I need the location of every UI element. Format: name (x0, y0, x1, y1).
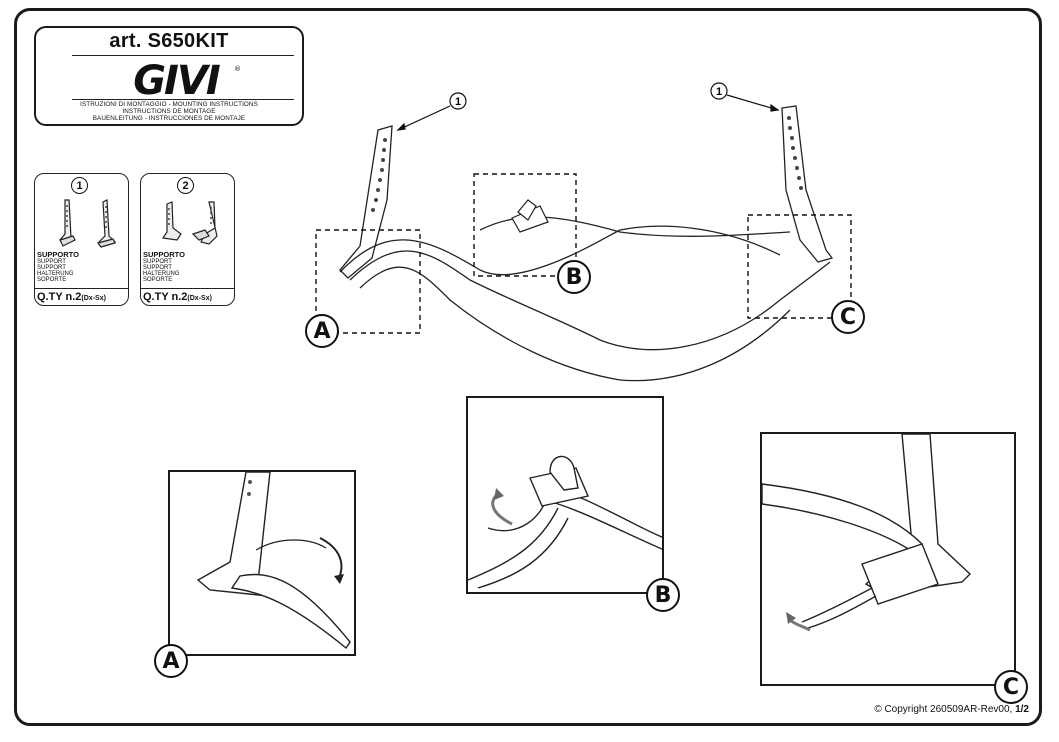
part-number-badge: 1 (71, 177, 88, 194)
instructions-line-1: ISTRUZIONI DI MONTAGGIO - MOUNTING INSTR… (80, 101, 258, 108)
support-bracket-1-icon (59, 199, 117, 248)
label-c-badge: C (831, 300, 865, 334)
callout-right (710, 82, 780, 112)
label-b-badge: B (557, 260, 591, 294)
assembly-diagram: 1 1 (315, 82, 852, 382)
detail-b-illustration (468, 455, 662, 589)
part-translation: SUPPORT (37, 265, 66, 271)
part-translation: SUPPORT (37, 259, 66, 265)
detail-c-badge: C (994, 670, 1028, 704)
part-name: SUPPORTO (143, 250, 185, 259)
part-translation: HALTERUNG (37, 271, 74, 277)
title-divider (72, 55, 294, 56)
detail-a-panel (168, 470, 356, 656)
instructions-line-3: BAUENLEITUNG - INSTRUCCIONES DE MONTAJE (92, 115, 246, 122)
part-translation: SUPPORT (143, 265, 172, 271)
detail-b-badge: B (646, 578, 680, 612)
svg-text:GIVI: GIVI (133, 61, 221, 97)
part-translation: SOPORTE (143, 277, 173, 283)
part-translation: SUPPORT (143, 259, 172, 265)
detail-a-badge: A (154, 644, 188, 678)
part-translation: HALTERUNG (143, 271, 180, 277)
detail-a-illustration (196, 472, 351, 650)
part-name: SUPPORTO (37, 250, 79, 259)
support-bracket-2-icon (161, 201, 218, 245)
callout-left (396, 92, 467, 131)
article-number: art. S650KIT (109, 30, 229, 52)
part-number-badge: 2 (177, 177, 194, 194)
logo-divider (72, 99, 294, 100)
detail-c-illustration (762, 434, 972, 632)
callout-number-left: 1 (455, 96, 461, 108)
copyright-footer: © Copyright 260509AR-Rev00, 1/2 (874, 704, 1029, 715)
title-block: art. S650KIT GIVI ® ISTRUZIONI DI MONTAG… (34, 26, 304, 126)
callout-number-right: 1 (716, 86, 722, 98)
givi-logo: GIVI ® (133, 61, 241, 97)
page-frame (14, 8, 1042, 726)
part-quantity: Q.TY n.2(Dx-Sx) (35, 288, 128, 305)
label-a-badge: A (305, 314, 339, 348)
part-quantity: Q.TY n.2(Dx-Sx) (141, 288, 234, 305)
detail-c-panel (760, 432, 1016, 686)
part-translation: SOPORTE (37, 277, 67, 283)
instructions-line-2: INSTRUCTIONS DE MONTAGE (122, 108, 216, 115)
detail-b-panel (466, 396, 664, 594)
part-card-2: 2 SUPPORTO SUPPORT SUPPORT HALTERUNG SOP… (140, 173, 235, 306)
svg-text:®: ® (234, 65, 241, 73)
part-card-1: 1 SUPPORTO SUPPORT SUPPORT HALTERUNG SOP… (34, 173, 129, 306)
